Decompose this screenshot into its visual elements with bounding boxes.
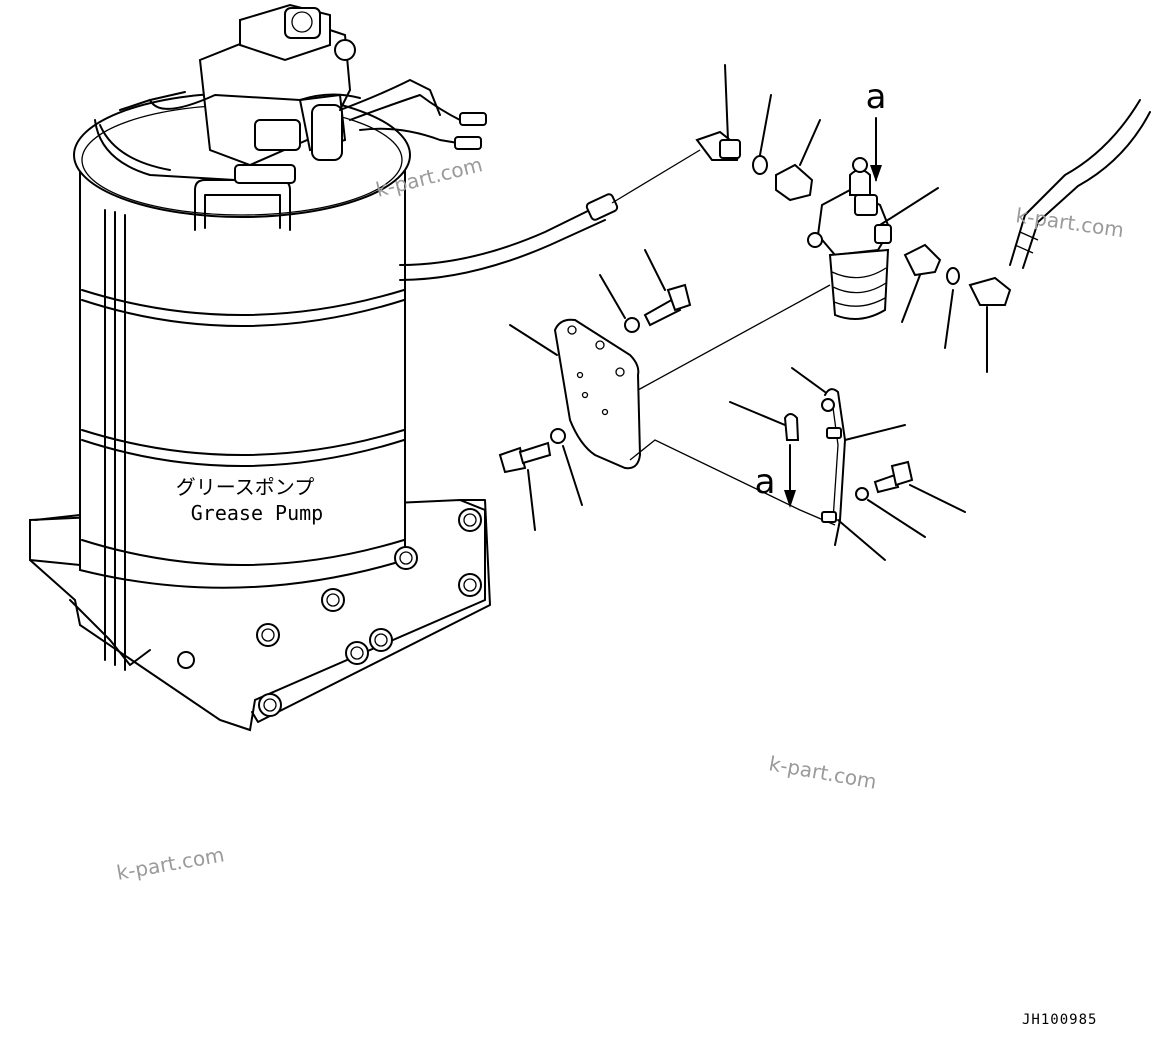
washer-plate-lower (550, 428, 566, 444)
drawing-code: JH100985 (1022, 1012, 1097, 1028)
washer-bracket (855, 487, 869, 501)
grease-line-detail: a (729, 367, 966, 561)
bracket-bolt-holes (177, 508, 482, 717)
filter-head (816, 157, 939, 257)
filter-bowl (807, 232, 890, 320)
view-marker-lower: a (755, 462, 776, 502)
elbow-fitting-upper (695, 64, 742, 161)
grease-nipple (729, 401, 800, 441)
watermark-4: k-part.com (115, 842, 226, 885)
grease-pump-tank: グリースポンプ Grease Pump (29, 3, 701, 732)
o-ring-lower (946, 267, 960, 285)
elbow-fitting-lower (968, 276, 1012, 373)
view-marker-top: a (866, 77, 887, 117)
bolt-plate-lower (498, 441, 552, 531)
pump-label-jp: グリースポンプ (176, 475, 314, 499)
washer-plate-upper (624, 317, 640, 333)
bolt-plate-upper (643, 249, 692, 327)
connector-upper (775, 119, 821, 202)
o-ring-upper (752, 155, 768, 175)
mounting-plate (498, 249, 836, 531)
pump-label-en: Grease Pump (191, 501, 323, 525)
connector-lower (901, 243, 942, 323)
watermark-3: k-part.com (767, 751, 878, 794)
pump-head (149, 3, 361, 184)
output-hose (1009, 99, 1151, 269)
bolt-bracket (873, 460, 966, 513)
filter-assembly: a (637, 64, 1151, 391)
